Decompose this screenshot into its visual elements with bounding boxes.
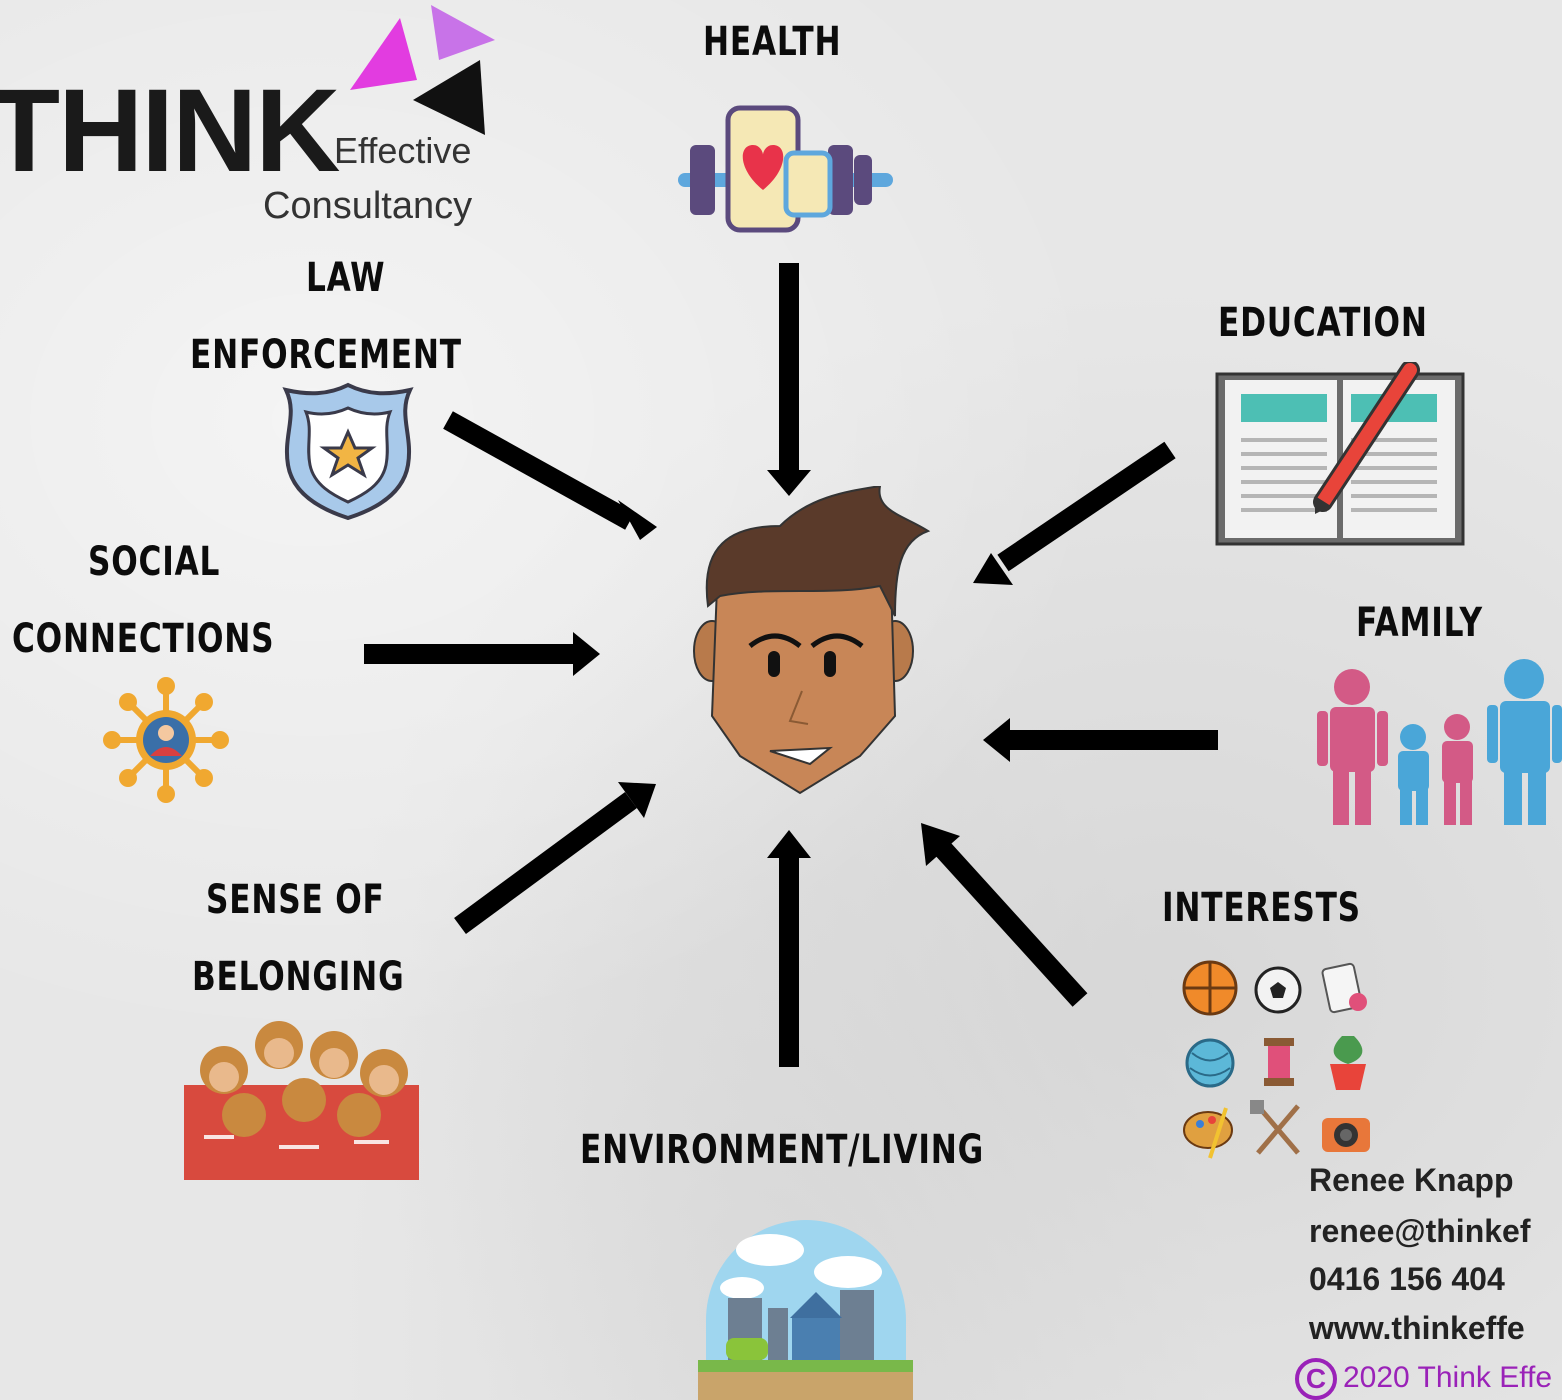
copyright-text: 2020 Think Effe (1343, 1360, 1553, 1394)
copyright-icon: C (1295, 1358, 1337, 1400)
open-book-pencil-icon (1215, 362, 1465, 546)
logo-effective-text: Effective (334, 130, 472, 171)
logo-think-text: THINK (0, 65, 341, 197)
soccer-ball-icon (1254, 966, 1302, 1014)
arrow-belonging (454, 782, 656, 935)
hobbies-icon-grid (1182, 960, 1370, 1159)
basketball-icon (1182, 960, 1238, 1016)
social-network-icon (103, 677, 229, 803)
playing-card-icon (1321, 962, 1367, 1014)
contact-name: Renee Knapp (1309, 1162, 1514, 1198)
arrow-environment (767, 830, 811, 1067)
paint-palette-icon (1183, 1107, 1233, 1159)
label-family: FAMILY (1356, 600, 1483, 646)
arrow-family (983, 718, 1218, 762)
label-enforcement: ENFORCEMENT (190, 332, 462, 378)
shovel-rake-icon (1250, 1100, 1300, 1155)
logo-consultancy-text: Consultancy (263, 185, 473, 227)
arrow-social (364, 632, 600, 676)
label-interests: INTERESTS (1162, 885, 1361, 931)
contact-website[interactable]: www.thinkeffe (1309, 1310, 1525, 1346)
label-connections: CONNECTIONS (12, 616, 275, 662)
label-environment: ENVIRONMENT/LIVING (580, 1127, 985, 1173)
yarn-ball-icon (1185, 1038, 1235, 1088)
family-icon (1317, 659, 1562, 825)
arrow-health (767, 263, 811, 496)
logo-triangles-icon (350, 5, 495, 135)
arrow-law (443, 411, 657, 540)
label-law: LAW (306, 255, 386, 301)
contact-phone: 0416 156 404 (1309, 1261, 1505, 1297)
person-face-icon (693, 486, 931, 795)
arrow-interests (921, 823, 1088, 1007)
city-globe-icon (698, 1220, 913, 1400)
contact-email[interactable]: renee@thinkef (1309, 1213, 1531, 1249)
camera-icon (1322, 1118, 1370, 1152)
thread-spool-icon (1264, 1038, 1294, 1086)
potted-plant-icon (1330, 1036, 1366, 1090)
label-sense-of: SENSE OF (206, 877, 385, 923)
label-health: HEALTH (703, 19, 842, 65)
team-huddle-icon (184, 1021, 419, 1180)
heart-fitness-icon (678, 105, 893, 233)
police-badge-icon (282, 382, 414, 520)
label-education: EDUCATION (1218, 300, 1428, 346)
arrow-education (973, 441, 1176, 585)
label-social: SOCIAL (88, 539, 221, 585)
label-belonging: BELONGING (192, 954, 405, 1000)
